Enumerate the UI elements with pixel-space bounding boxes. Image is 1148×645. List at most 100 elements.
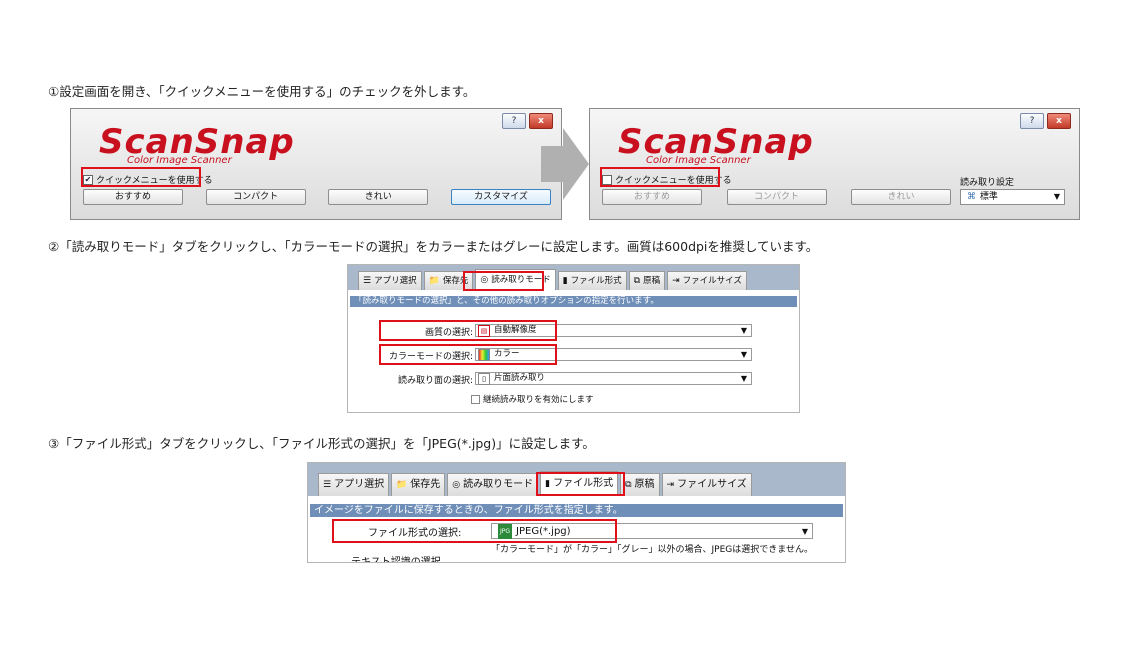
page-icon: ▯: [478, 372, 490, 385]
checkbox-unchecked[interactable]: [471, 394, 480, 404]
color-palette-icon: [478, 348, 490, 361]
read-side-select[interactable]: ▯ 片面読み取り ▼: [475, 372, 752, 385]
highlight-box: [332, 519, 617, 543]
mode-button-recommended[interactable]: おすすめ: [83, 189, 183, 205]
scansnap-logo: ScanSnap Color Image Scanner: [618, 122, 828, 166]
highlight-box: [81, 167, 201, 187]
help-button[interactable]: ?: [1020, 113, 1044, 129]
mode-button-fine[interactable]: きれい: [328, 189, 429, 205]
tab-label: 読み取りモード: [491, 275, 551, 285]
read-side-label: 読み取り面の選択:: [397, 376, 473, 386]
jpeg-note: 「カラーモード」が「カラー」「グレー」以外の場合、JPEGは選択できません。: [491, 545, 813, 555]
folder-icon: 📁: [396, 480, 408, 490]
mode-button-fine[interactable]: きれい: [851, 189, 951, 205]
quality-value: 自動解像度: [494, 325, 537, 335]
logo-subtitle: Color Image Scanner: [127, 155, 232, 166]
scansnap-logo: ScanSnap Color Image Scanner: [99, 122, 309, 166]
quality-select[interactable]: ▤ 自動解像度 ▼: [475, 324, 752, 337]
file-format-label: ファイル形式の選択:: [368, 528, 462, 539]
highlight-box: [379, 344, 557, 365]
document-icon: ⧉: [633, 276, 641, 286]
mode-button-compact[interactable]: コンパクト: [726, 189, 827, 205]
logo-wordmark: ScanSnap: [618, 122, 814, 162]
step1-instruction: ①設定画面を開き、「クイックメニューを使用する」のチェックを外します。: [48, 84, 476, 99]
read-mode-icon: ◎: [480, 275, 489, 285]
file-format-row: ファイル形式の選択: JPG JPEG(*.jpg) ▼: [308, 523, 845, 541]
close-button[interactable]: x: [1047, 113, 1071, 129]
tab-file-format[interactable]: ▮ファイル形式: [557, 271, 627, 290]
mode-button-recommended[interactable]: おすすめ: [602, 189, 702, 205]
tab-save-to[interactable]: 📁保存先: [423, 271, 474, 290]
file-size-icon: ⇥: [672, 276, 680, 286]
tab-app-select[interactable]: ☰アプリ選択: [358, 271, 422, 290]
tab-description: 「読み取りモードの選択」と、その他の読み取りオプションの指定を行います。: [350, 296, 797, 307]
tab-document[interactable]: ⧉原稿: [628, 271, 666, 290]
tab-read-mode[interactable]: ◎読み取りモード: [447, 473, 539, 496]
text-recognition-label: テキスト認識の選択: [351, 557, 441, 563]
tab-file-size[interactable]: ⇥ファイルサイズ: [667, 271, 747, 290]
app-list-icon: ☰: [363, 276, 372, 286]
read-setting-select[interactable]: ⌘ 標準 ▼: [960, 189, 1065, 205]
tab-bar: ☰アプリ選択 📁保存先 ◎読み取りモード ▮ファイル形式 ⧉原稿 ⇥ファイルサイ…: [348, 265, 799, 290]
file-icon: ▮: [562, 276, 568, 286]
chevron-down-icon: ▼: [1053, 192, 1060, 201]
tab-label: アプリ選択: [374, 276, 417, 286]
tab-label: 原稿: [634, 479, 655, 490]
scansnap-window-after: ? x ScanSnap Color Image Scanner クイックメニュ…: [589, 108, 1080, 220]
quick-menu-checkbox[interactable]: クイックメニューを使用する: [602, 173, 732, 186]
tab-file-size[interactable]: ⇥ファイルサイズ: [661, 473, 752, 496]
quality-label: 画質の選択:: [424, 328, 473, 338]
tab-app-select[interactable]: ☰アプリ選択: [318, 473, 390, 496]
highlight-box: [463, 271, 544, 291]
checkbox-checked[interactable]: ✔: [83, 174, 93, 185]
highlight-box: [600, 167, 720, 187]
close-button[interactable]: x: [529, 113, 553, 129]
step3-instruction: ③「ファイル形式」タブをクリックし、「ファイル形式の選択」を「JPEG(*.jp…: [48, 436, 595, 451]
read-mode-icon: ◎: [452, 480, 461, 490]
tab-document[interactable]: ⧉原稿: [620, 473, 660, 496]
tab-label: ファイルサイズ: [677, 479, 747, 490]
app-list-icon: ☰: [323, 480, 332, 490]
tab-label: ファイル形式: [553, 478, 614, 489]
color-mode-select[interactable]: カラー ▼: [475, 348, 752, 361]
read-mode-panel: ☰アプリ選択 📁保存先 ◎読み取りモード ▮ファイル形式 ⧉原稿 ⇥ファイルサイ…: [347, 264, 800, 413]
tab-read-mode[interactable]: ◎読み取りモード: [475, 269, 556, 290]
mode-button-compact[interactable]: コンパクト: [205, 189, 306, 205]
tab-file-format[interactable]: ▮ファイル形式: [540, 471, 619, 496]
mode-button-customize[interactable]: カスタマイズ: [450, 189, 551, 205]
quick-menu-label: クイックメニューを使用する: [96, 176, 213, 186]
chevron-down-icon: ▼: [740, 326, 747, 335]
continue-scan-checkbox[interactable]: 継続読み取りを有効にします: [471, 393, 594, 405]
quick-menu-label: クイックメニューを使用する: [615, 176, 732, 186]
logo-wordmark: ScanSnap: [99, 122, 295, 162]
tab-save-to[interactable]: 📁保存先: [391, 473, 446, 496]
chevron-down-icon: ▼: [801, 526, 808, 536]
folder-icon: 📁: [428, 276, 440, 286]
read-setting-label: 読み取り設定: [960, 178, 1015, 188]
file-format-value: JPEG(*.jpg): [516, 525, 571, 537]
tab-label: 読み取りモード: [463, 479, 534, 490]
resolution-icon: ▤: [478, 324, 490, 337]
color-mode-row: カラーモードの選択: カラー ▼: [348, 347, 799, 363]
quality-row: 画質の選択: ▤ 自動解像度 ▼: [348, 323, 799, 339]
tab-label: アプリ選択: [334, 479, 385, 490]
file-format-select[interactable]: JPG JPEG(*.jpg) ▼: [491, 523, 813, 539]
file-format-panel: ☰アプリ選択 📁保存先 ◎読み取りモード ▮ファイル形式 ⧉原稿 ⇥ファイルサイ…: [307, 462, 846, 563]
color-mode-value: カラー: [494, 349, 520, 359]
quick-menu-checkbox[interactable]: ✔ クイックメニューを使用する: [83, 173, 213, 186]
checkbox-unchecked[interactable]: [602, 174, 612, 185]
highlight-box: [379, 320, 557, 341]
tab-label: 保存先: [442, 276, 469, 286]
file-icon: ▮: [545, 479, 551, 489]
tab-bar: ☰アプリ選択 📁保存先 ◎読み取りモード ▮ファイル形式 ⧉原稿 ⇥ファイルサイ…: [308, 463, 845, 496]
scansnap-window-before: ? x ScanSnap Color Image Scanner ✔ クイックメ…: [70, 108, 562, 220]
read-side-value: 片面読み取り: [494, 373, 546, 383]
color-mode-label: カラーモードの選択:: [388, 352, 473, 362]
read-setting-value: 標準: [979, 192, 998, 202]
setting-icon: ⌘: [967, 192, 976, 202]
logo-subtitle: Color Image Scanner: [646, 155, 751, 166]
tab-label: 原稿: [643, 276, 661, 286]
continue-scan-label: 継続読み取りを有効にします: [483, 395, 594, 405]
help-button[interactable]: ?: [502, 113, 526, 129]
jpg-file-icon: JPG: [498, 523, 513, 539]
